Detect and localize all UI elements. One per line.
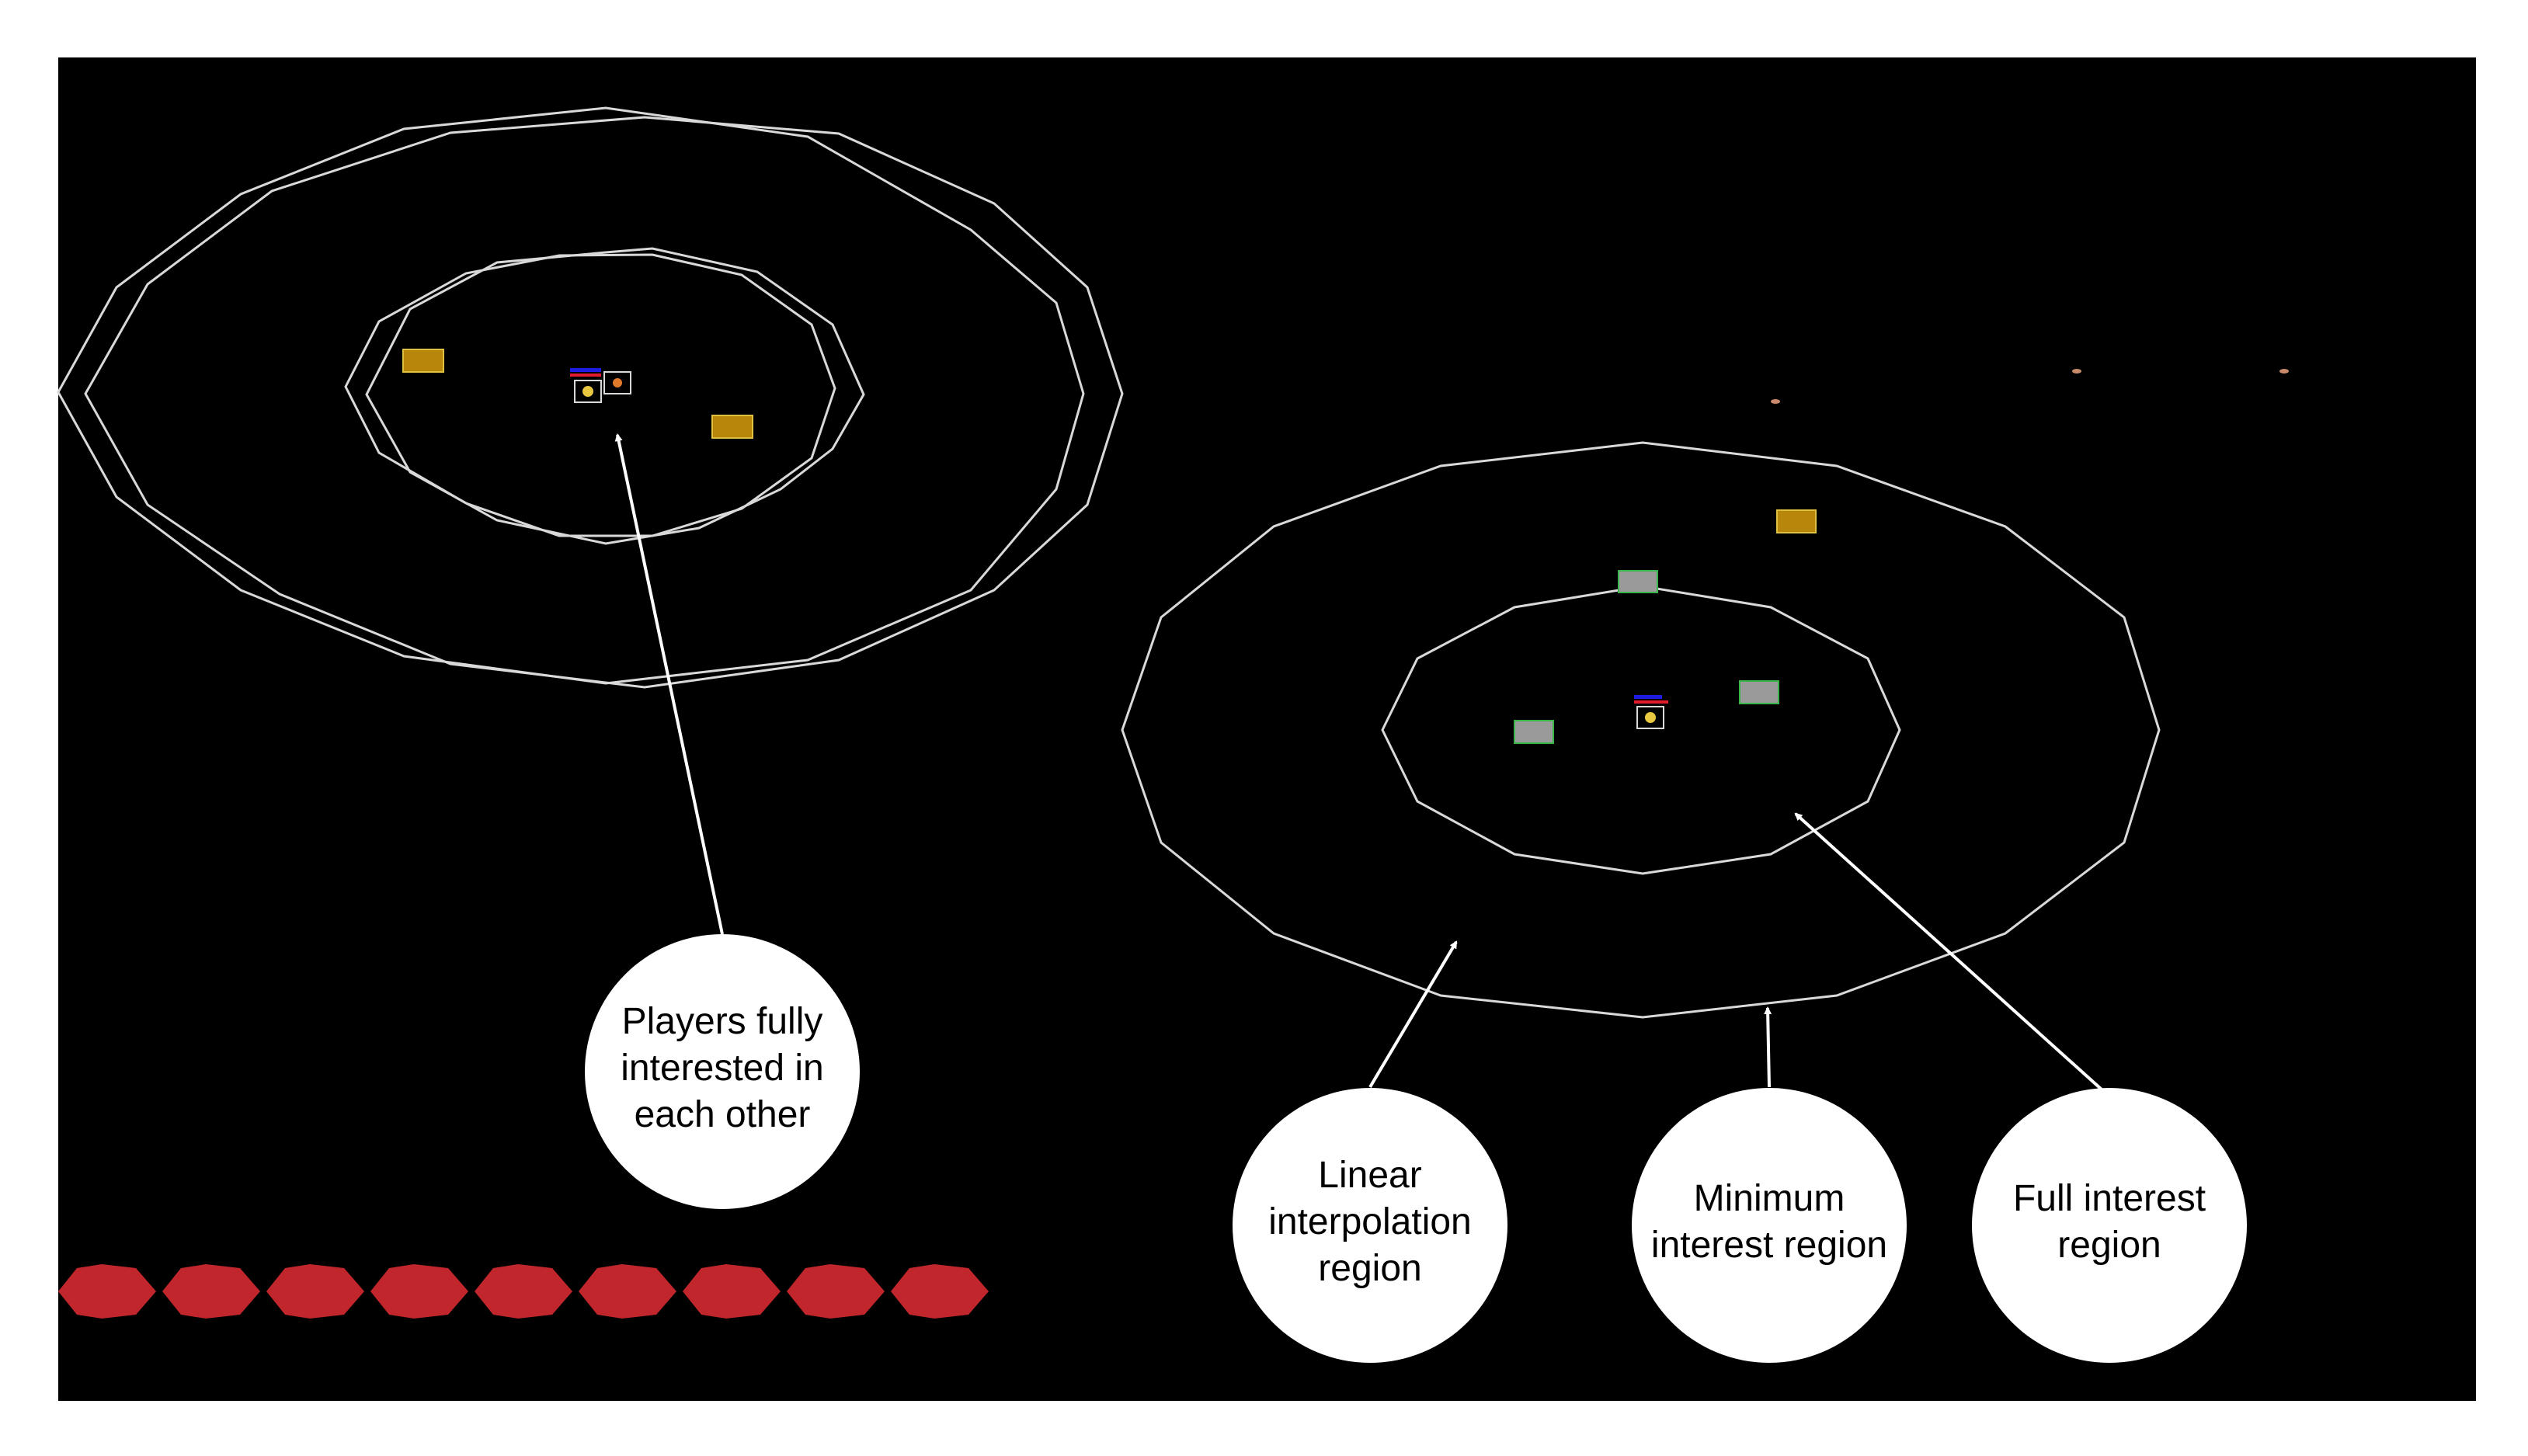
minimum-interest-ring [1121,441,2161,1019]
life-token-row [58,1264,989,1319]
outer-interest-ring-left-player-b [84,116,1124,689]
callout-label-players-fully-interested: Players fully interested in each other [621,1001,824,1135]
callout-circles [585,934,2247,1363]
inner-interest-ring-left-player-b [365,247,865,545]
distant-entity-dot [2072,369,2081,374]
arrow-minimum-interest [1764,1006,1772,1088]
life-token-icon [475,1264,572,1319]
player-health-bar [1634,700,1668,704]
grey-item [1739,680,1779,704]
left-cluster-entities [402,349,753,439]
player-mana-bar [1634,695,1662,699]
life-token-icon [266,1264,364,1319]
arrow-linear-interpolation [1368,940,1458,1089]
life-token-icon [683,1264,781,1319]
outer-interest-ring-left-player-a [57,106,1085,685]
life-token-icon [787,1264,885,1319]
callout-label-full-interest: Full interest region [2012,1178,2206,1266]
life-token-icon [58,1264,156,1319]
grey-item [1514,720,1554,744]
callout-label-minimum-interest: Minimum interest region [1650,1178,1888,1266]
arrow-full-interest [1794,812,2103,1091]
distant-entity-dot [1771,399,1780,404]
player-avatar-icon [1645,712,1656,723]
coin-item [711,415,753,439]
life-token-icon [891,1264,989,1319]
callout-minimum-interest [1632,1088,1907,1363]
life-token-icon [579,1264,676,1319]
right-player-cluster [1121,441,2161,1019]
player-avatar-icon [613,378,622,387]
arrow-players-fully-interested [614,433,724,935]
callout-label-linear-interpolation: Linear interpolation region [1268,1155,1472,1289]
left-player-cluster [57,106,1124,689]
callout-linear-interpolation [1233,1088,1507,1363]
distant-entities [1771,369,2289,404]
life-token-icon [370,1264,468,1319]
full-interest-ring [1381,585,1901,875]
player-mana-bar [570,368,601,372]
coin-item [1776,509,1817,533]
inner-interest-ring-left-player-a [344,253,836,537]
right-cluster-entities [1514,509,1817,744]
annotation-arrows [614,433,2103,1091]
player-health-bar [570,374,601,377]
player-sprite [603,371,631,394]
callout-full-interest [1972,1088,2247,1363]
coin-item [402,349,444,373]
player-avatar-icon [582,386,593,397]
distant-entity-dot [2279,369,2289,374]
life-token-icon [162,1264,260,1319]
callout-players-fully-interested [585,934,860,1209]
grey-item [1618,570,1658,593]
